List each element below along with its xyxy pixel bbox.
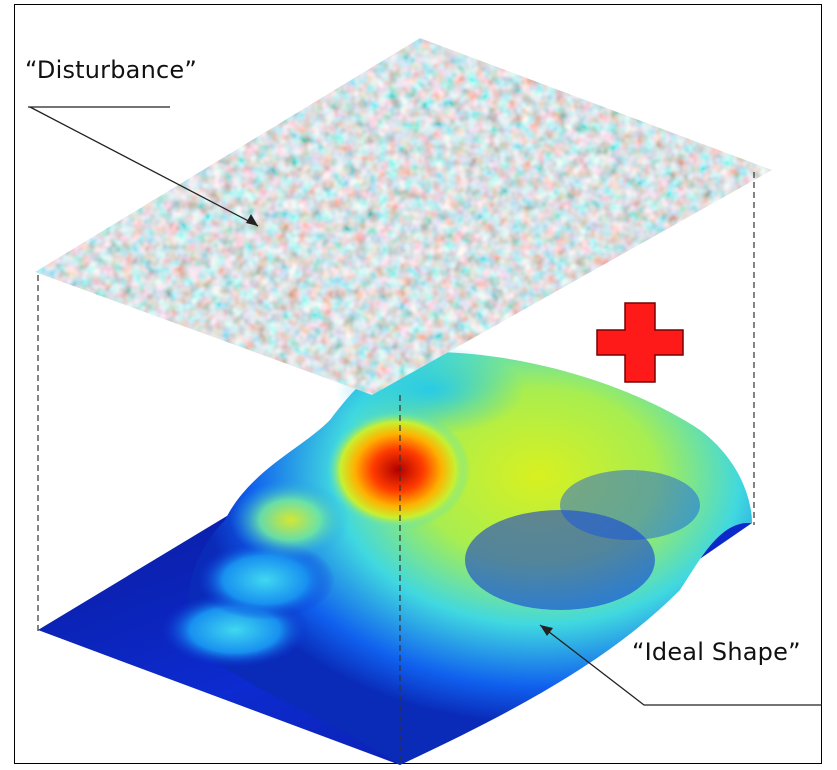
disturbance-label: “Disturbance” [25,56,197,84]
ideal-shape-surface [38,345,752,765]
ideal-shape-arrowhead [540,625,553,636]
projection-lines [37,172,755,765]
ideal-shape-bump [195,540,335,620]
disturbance-surface [35,38,772,395]
disturbance-arrow [29,106,259,227]
ideal-shape-label: “Ideal Shape” [632,638,801,666]
ideal-shape-peak [326,410,470,530]
ideal-shape-leader-line [539,624,822,706]
plus-icon [596,302,684,383]
ideal-shape-bump [230,480,350,560]
disturbance-arrowhead [246,214,258,226]
